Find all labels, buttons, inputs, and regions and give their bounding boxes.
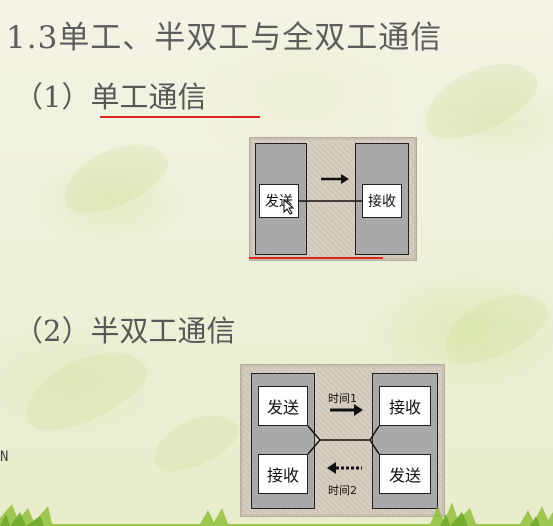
left-send-box: 发送 <box>258 386 308 426</box>
time2-arrow-left-icon <box>327 462 362 474</box>
background-leaf <box>433 279 553 376</box>
simplex-diagram: 发送 接收 <box>249 137 417 261</box>
red-underline-mark <box>249 257 383 259</box>
left-send-label: 发送 <box>266 398 299 417</box>
left-receive-label: 接收 <box>266 466 299 485</box>
grass-decoration <box>0 502 553 526</box>
background-leaf <box>13 335 157 445</box>
receiver-box: 接收 <box>362 184 402 218</box>
heading-underline <box>100 116 260 118</box>
background-leaf <box>412 47 548 153</box>
mouse-cursor-icon <box>283 199 295 215</box>
slide-title: 1.3单工、半双工与全双工通信 <box>6 20 443 56</box>
time2-label: 时间2 <box>328 484 357 497</box>
section-heading-simplex: （1）单工通信 <box>14 80 207 114</box>
half-duplex-arrows <box>307 404 380 474</box>
half-duplex-diagram: 发送 接收 接收 发送 时间1 时间2 <box>240 364 445 517</box>
right-send-box: 发送 <box>379 454 431 494</box>
side-edge-text: N <box>0 449 9 465</box>
time1-arrow-right-icon <box>330 404 363 416</box>
time1-label: 时间1 <box>328 392 357 405</box>
left-receive-box: 接收 <box>258 454 308 494</box>
background-leaf <box>144 403 246 482</box>
background-leaf <box>53 129 177 226</box>
section-heading-half-duplex: （2）半双工通信 <box>14 314 236 348</box>
right-receive-label: 接收 <box>388 398 421 417</box>
right-send-label: 发送 <box>388 466 421 485</box>
direction-arrow-icon <box>321 174 349 184</box>
simplex-arrows <box>299 174 362 202</box>
receiver-label: 接收 <box>368 194 396 210</box>
right-receive-box: 接收 <box>379 386 431 426</box>
